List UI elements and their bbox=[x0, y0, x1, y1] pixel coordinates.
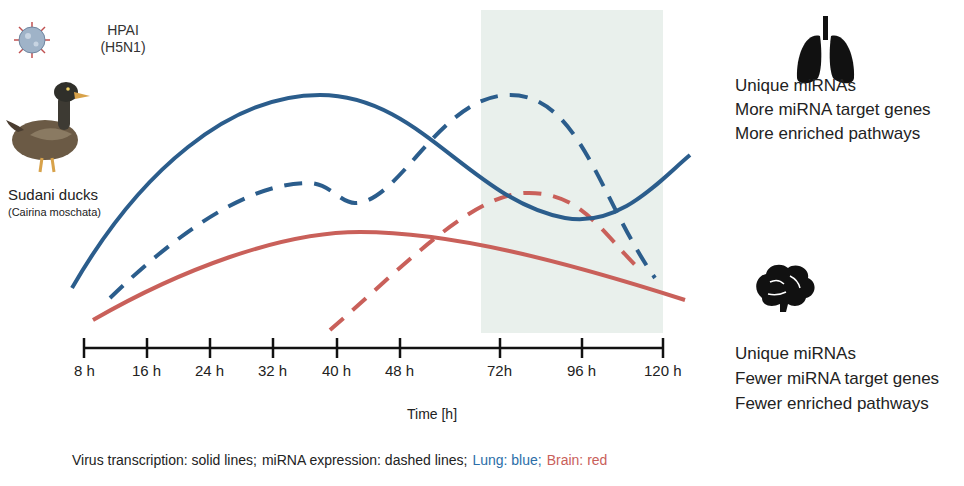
brain-virus-curve bbox=[93, 232, 685, 320]
brain-icon bbox=[756, 265, 814, 312]
duck-illustration bbox=[6, 82, 90, 172]
brain-finding: Unique miRNAs bbox=[735, 344, 856, 364]
legend-text: miRNA expression: dashed lines; bbox=[262, 452, 467, 469]
time-axis bbox=[84, 338, 663, 358]
legend-text: Lung: blue; bbox=[472, 452, 541, 469]
tick-label: 16 h bbox=[132, 362, 161, 380]
lung-finding: More miRNA target genes bbox=[735, 100, 931, 120]
brain-finding: Fewer miRNA target genes bbox=[735, 369, 939, 389]
tick-label: 32 h bbox=[258, 362, 287, 380]
tick-label: 40 h bbox=[322, 362, 351, 380]
lung-finding: More enriched pathways bbox=[735, 124, 920, 144]
tick-label: 8 h bbox=[74, 362, 95, 380]
tick-label: 120 h bbox=[644, 362, 682, 380]
lung-icon bbox=[797, 16, 854, 83]
legend-text: Virus transcription: solid lines; bbox=[72, 452, 257, 469]
virus-name: HPAI (H5N1) bbox=[92, 22, 154, 56]
brain-finding: Fewer enriched pathways bbox=[735, 394, 929, 414]
tick-label: 72h bbox=[487, 362, 512, 380]
legend-row: Virus transcription: solid lines; miRNA e… bbox=[72, 452, 607, 469]
legend-text: Brain: red bbox=[547, 452, 608, 469]
lung-finding: Unique miRNAs bbox=[735, 76, 856, 96]
brain-mirna-curve bbox=[330, 193, 640, 330]
host-species: (Cairina moschata) bbox=[8, 206, 101, 219]
tick-label: 24 h bbox=[195, 362, 224, 380]
virus-icon bbox=[14, 22, 50, 58]
axis-title: Time [h] bbox=[407, 406, 457, 423]
lung-mirna-curve bbox=[110, 95, 655, 298]
tick-label: 48 h bbox=[385, 362, 414, 380]
tick-label: 96 h bbox=[567, 362, 596, 380]
host-name: Sudani ducks bbox=[8, 186, 98, 204]
